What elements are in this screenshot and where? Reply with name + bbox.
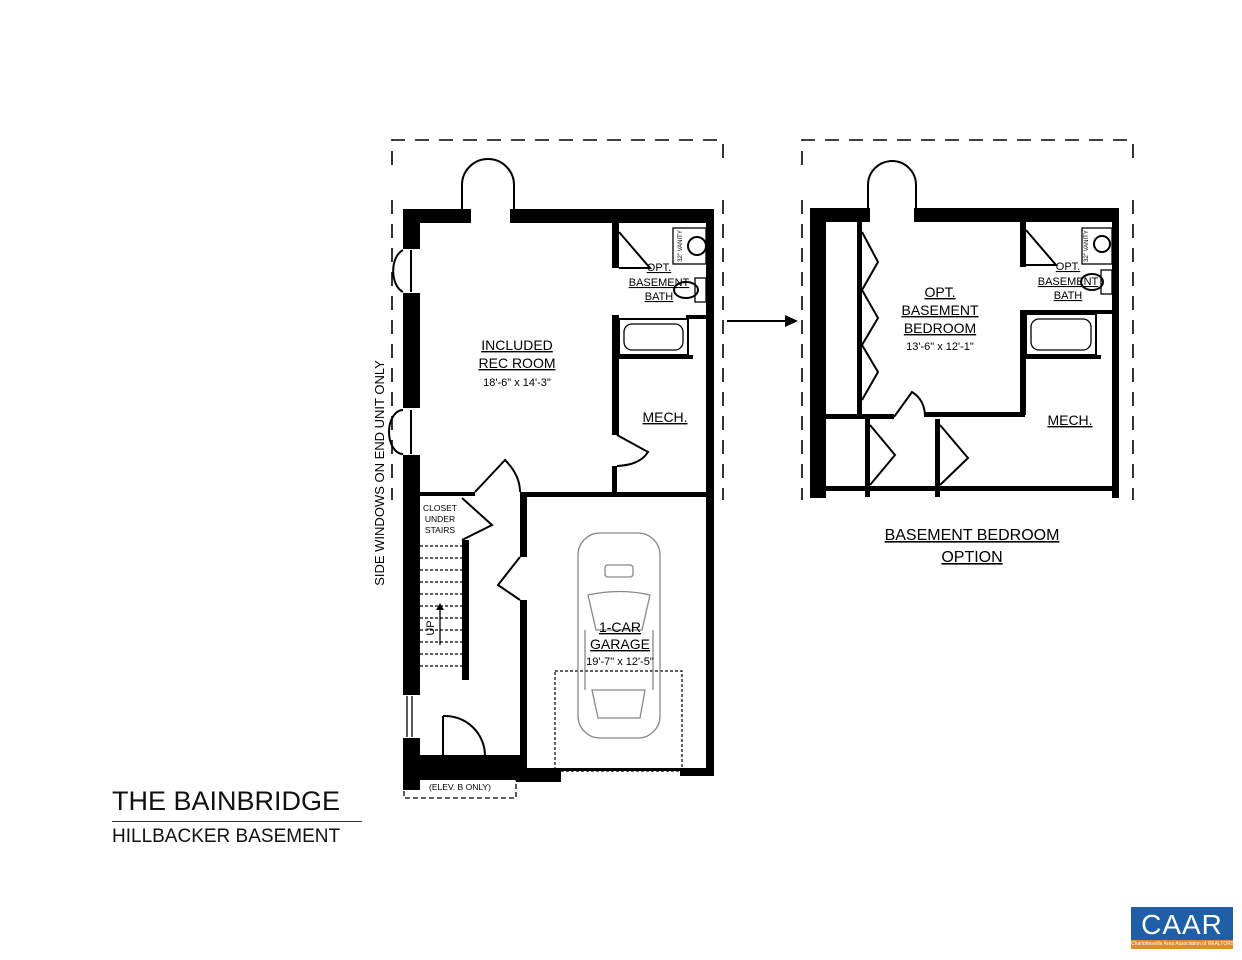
stairs-up-label: UP [425,620,437,635]
bathtub [618,318,689,356]
closet-label: STAIRS [425,525,455,535]
garage-label: 1-CAR [599,619,641,635]
closet-label: UNDER [425,514,455,524]
roof-label: (ELEV. B ONLY) [429,782,491,792]
rec-room-label: INCLUDED [481,337,553,353]
vanity-label: 32" VANITY [1084,230,1090,262]
door-swing [869,424,897,486]
door-swing [442,714,487,757]
bath-label: OPT. [647,262,671,274]
plan-title: THE BAINBRIDGE [112,786,341,816]
bedroom-label: BEDROOM [904,320,976,336]
caar-logo: CAAR Charlottesville Area Association of… [1131,907,1233,949]
main-plan [388,139,724,799]
mech-label: MECH. [1047,412,1092,428]
bay-window [461,158,515,210]
upper-floor-outline [391,139,724,500]
logo-text: CAAR [1141,909,1223,940]
door-swing [474,458,521,493]
side-window [392,249,412,293]
closet-label: CLOSET [423,503,457,513]
garage-label: GARAGE [590,636,650,652]
roof-label: ROOF ABOVE [432,771,488,781]
side-window [406,696,413,737]
door-swing [939,424,970,486]
bedroom-dims: 13'-6" x 12'-1" [906,341,974,353]
garage-dims: 19'-7" x 12'-5" [586,656,654,668]
bath-label: BASEMENT [629,277,690,289]
plan-subtitle: HILLBACKER BASEMENT [112,826,341,847]
sink [687,236,707,256]
stairs [420,545,462,667]
bath-label: OPT. [1056,261,1080,273]
car-icon [577,532,661,739]
roof-above-outline [403,775,517,799]
rec-room-label: REC ROOM [479,355,556,371]
closet-doors [860,231,880,401]
arrow-icon [727,315,798,327]
mech-label: MECH. [642,409,687,425]
side-windows-note: SIDE WINDOWS ON END UNIT ONLY [372,360,387,586]
logo-tagline: Charlottesville Area Association of REAL… [1131,940,1233,949]
option-plan [801,139,1134,500]
door-swing [618,231,653,269]
door-swing [496,556,521,601]
door-swing [461,497,494,541]
door-swing [893,390,926,418]
vanity-label: 32" VANITY [678,230,684,262]
rec-room-dims: 18'-6" x 14'-3" [483,377,551,389]
garage-floor-outline [554,670,683,772]
bay-window [867,160,917,210]
bath-label: BATH [645,291,674,303]
bedroom-label: BASEMENT [901,302,978,318]
title-divider [112,821,362,822]
bath-label: BATH [1054,290,1083,302]
option-caption: OPTION [941,549,1002,566]
option-caption: BASEMENT BEDROOM [885,527,1060,544]
toilet [673,281,699,299]
bath-label: BASEMENT [1038,276,1099,288]
bedroom-label: OPT. [924,284,955,300]
side-window [388,409,412,455]
door-swing [616,434,650,467]
